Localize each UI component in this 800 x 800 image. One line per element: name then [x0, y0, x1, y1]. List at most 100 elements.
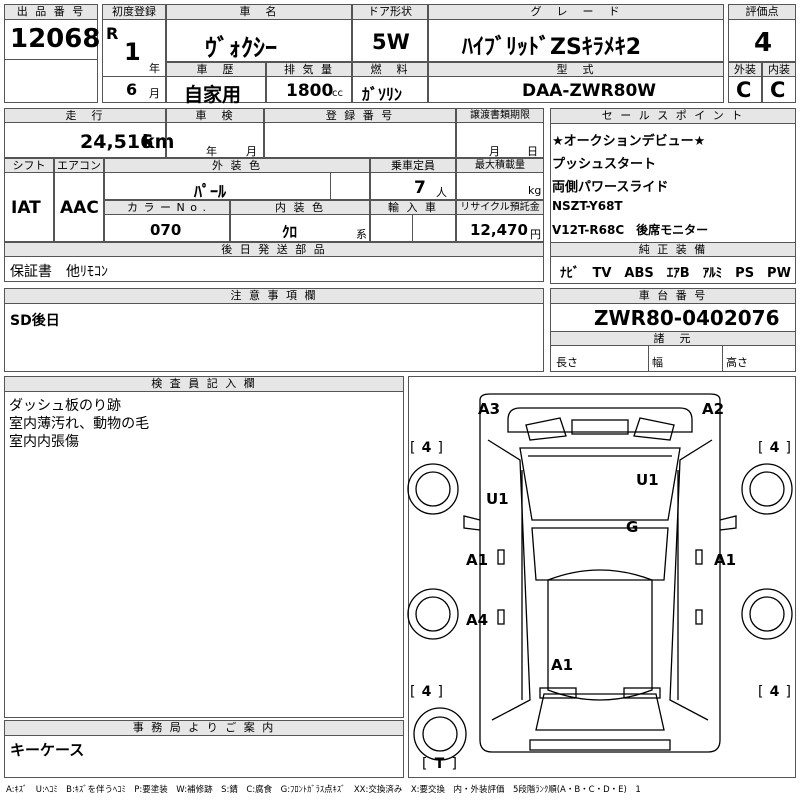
- sales-points-label: セ ー ル ス ポ イ ン ト: [550, 108, 796, 124]
- damage-mark-a3: A3: [478, 400, 501, 418]
- length-label: 長さ: [556, 356, 578, 369]
- recycle-label: リサイクル預託金: [456, 200, 544, 215]
- model: DAA-ZWR80W: [522, 81, 657, 101]
- spare-tire-bracket: [T]: [422, 756, 457, 772]
- displacement: 1800: [286, 81, 334, 101]
- tire-bracket-rl: [4]: [410, 684, 443, 700]
- inspector-note: 室内内張傷: [9, 434, 79, 450]
- tire-bracket-fr: [4]: [758, 440, 791, 456]
- sales-point-line: NSZT-Y68T: [552, 199, 623, 213]
- damage-mark-u1-right: U1: [636, 471, 659, 489]
- specs-divider-2: [722, 346, 723, 372]
- year-unit: 年: [149, 62, 160, 75]
- damage-mark-a1-right: A1: [714, 551, 737, 569]
- reg-no-label: 登 録 番 号: [264, 108, 456, 123]
- office-label: 事 務 局 よ り ご 案 内: [4, 720, 404, 736]
- legend-text: A:ｷｽﾞ U:ﾍｺﾐ B:ｷｽﾞを伴うﾍｺﾐ P:要塗装 W:補修跡 S:錆 …: [6, 785, 641, 795]
- model-label: 型 式: [428, 62, 724, 77]
- equipment-label: 純 正 装 備: [550, 242, 796, 257]
- lot-number: 12068: [10, 24, 101, 54]
- inspection-year-unit: 年: [206, 145, 217, 158]
- tire-rl-score: 4: [421, 684, 432, 700]
- interior-score: C: [770, 78, 786, 102]
- recycle-unit: 円: [530, 228, 541, 241]
- inspector-note: ダッシュ板のり跡: [9, 398, 121, 414]
- inspector-note: 室内薄汚れ、動物の毛: [9, 416, 150, 432]
- mileage: 24,516: [80, 131, 154, 153]
- lot-blank-cell: [4, 59, 98, 103]
- car-name-label: 車 名: [166, 4, 352, 20]
- tire-fl-score: 4: [421, 440, 432, 456]
- color-divider: [330, 173, 331, 200]
- import-label: 輸 入 車: [370, 200, 456, 215]
- notes-text: SD後日: [10, 313, 60, 329]
- height-label: 高さ: [726, 356, 748, 369]
- load-unit: kg: [528, 184, 542, 197]
- fuel-label: 燃 料: [352, 62, 428, 77]
- damage-mark-a4: A4: [466, 611, 489, 629]
- exterior-label: 外装: [728, 62, 762, 77]
- transfer-day-unit: 日: [527, 145, 538, 158]
- door-type: 5W: [372, 30, 410, 54]
- tire-rr-score: 4: [769, 684, 780, 700]
- notes-label: 注 意 事 項 欄: [4, 288, 544, 304]
- sales-point-line: 両側パワースライド: [552, 180, 669, 195]
- damage-mark-a1-left: A1: [466, 551, 489, 569]
- interior-label: 内装: [762, 62, 796, 77]
- load-label: 最大積載量: [456, 158, 544, 173]
- specs-divider-1: [648, 346, 649, 372]
- chassis-label: 車 台 番 号: [550, 288, 796, 304]
- car-name: ｳﾞｫｸｼｰ: [205, 34, 277, 62]
- capacity-unit: 人: [436, 186, 447, 199]
- inspection-month-unit: 月: [246, 145, 257, 158]
- shift: IAT: [11, 198, 41, 218]
- sales-point-line: ★オークションデビュー★: [552, 134, 706, 149]
- inspection-label: 車 検: [166, 108, 264, 123]
- tire-bracket-fl: [4]: [410, 440, 443, 456]
- body-color: ﾊﾟｰﾙ: [194, 182, 227, 201]
- score-label: 評価点: [728, 4, 796, 20]
- mileage-label: 走 行: [4, 108, 166, 123]
- score: 4: [754, 28, 773, 58]
- aircon: AAC: [60, 198, 99, 218]
- specs-label: 諸 元: [550, 331, 796, 346]
- door-label: ドア形状: [352, 4, 428, 20]
- tire-fr-score: 4: [769, 440, 780, 456]
- equipment-list: ﾅﾋﾞ TV ABS ｴｱB ｱﾙﾐ PS PW: [560, 266, 791, 281]
- displacement-unit: cc: [332, 88, 343, 99]
- later-parts: 保証書 他ﾘﾓｺﾝ: [10, 264, 108, 280]
- sales-point-line: プッシュスタート: [552, 157, 657, 172]
- damage-mark-g: G: [626, 518, 639, 536]
- damage-diagram-panel: [408, 376, 796, 778]
- interior-color: ｸﾛ: [282, 223, 298, 241]
- color-label: 外 装 色: [104, 158, 370, 173]
- history: 自家用: [184, 84, 242, 106]
- import-divider: [412, 215, 413, 242]
- sales-point-line: V12T-R68C 後席モニター: [552, 223, 709, 237]
- transfer-label: 譲渡書類期限: [456, 108, 544, 123]
- reg-month: 6: [126, 80, 138, 99]
- spare-tire-mark: T: [434, 756, 445, 772]
- fuel: ｶﾞｿﾘﾝ: [362, 85, 403, 104]
- lot-label: 出 品 番 号: [4, 4, 98, 20]
- damage-mark-u1-left: U1: [486, 490, 509, 508]
- month-divider: [102, 76, 166, 77]
- capacity-label: 乗車定員: [370, 158, 456, 173]
- first-reg-label: 初度登録: [102, 4, 166, 20]
- inspector-label: 検 査 員 記 入 欄: [4, 376, 404, 392]
- color-no: 070: [150, 221, 182, 239]
- chassis-number: ZWR80-0402076: [594, 306, 780, 330]
- exterior-score: C: [736, 78, 752, 102]
- damage-mark-a2: A2: [702, 400, 725, 418]
- tire-bracket-rr: [4]: [758, 684, 791, 700]
- office-text: キーケース: [10, 741, 85, 759]
- month-unit: 月: [149, 87, 160, 100]
- interior-color-label: 内 装 色: [230, 200, 370, 215]
- later-parts-label: 後 日 発 送 部 品: [4, 242, 544, 257]
- interior-color-unit: 系: [356, 228, 367, 241]
- aircon-label: エアコン: [54, 158, 104, 173]
- era: R: [106, 24, 119, 43]
- history-label: 車 歴: [166, 62, 266, 77]
- reg-year: 1: [124, 38, 141, 66]
